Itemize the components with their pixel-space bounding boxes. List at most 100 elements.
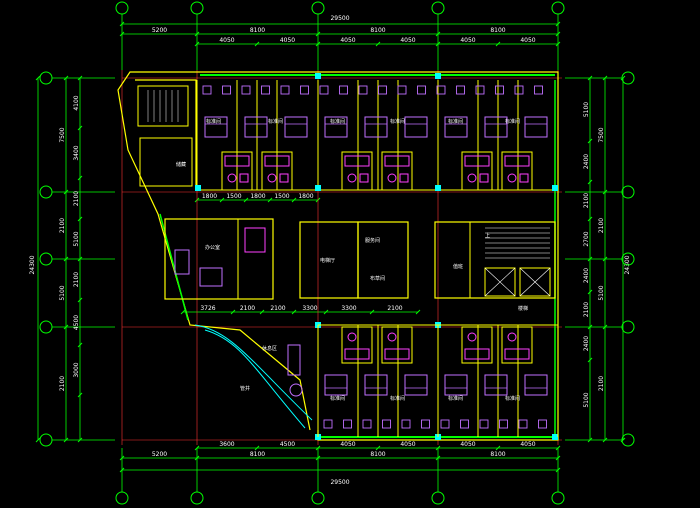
top-row2-text: 4050 [400,37,415,44]
top-row1-text: 8100 [250,27,265,34]
top-row2-text: 4050 [340,37,355,44]
bathtub-icon [344,155,370,167]
top-row1-tick [315,31,321,37]
bottom-row1-tick [435,455,441,461]
armchair-icon [479,419,489,429]
north-bathroom [221,151,253,191]
left-overall-tick [35,75,41,81]
mid-upper-tick [219,197,225,203]
top-row1-tick [435,31,441,37]
bottom-row2-tick [555,445,561,451]
armchair-icon [436,85,446,95]
axis-bubble-left [39,433,53,447]
mid-lower-tick [230,309,236,315]
bottom-overall-dim: 29500 [330,479,349,486]
stair-core [434,221,556,299]
bottom-row1-tick [315,455,321,461]
right-inner-tick [587,179,593,185]
armchair-icon [300,85,309,95]
right-inner-text: 2100 [583,193,590,208]
room-label-guest-9: 标准间 [448,395,463,402]
toilet-icon [387,173,397,183]
room-label-up: 上 [485,232,490,239]
right-outer-text: 2100 [598,218,605,233]
bottom-row2-tick [315,445,321,451]
bathtub-icon [264,155,290,167]
room-label-elevator-hall: 电梯厅 [320,257,335,264]
bed-icon [524,374,548,396]
toilet-icon [227,173,237,183]
axis-bubble-left [39,252,53,266]
mid-lower-text: 2100 [240,305,255,312]
lounge-table-icon [289,383,303,397]
basin-icon [479,173,489,183]
left-inner-tick [77,256,83,262]
axis-bubble-top [551,1,565,15]
basin-icon [399,173,409,183]
basin-icon [279,173,289,183]
bottom-row2-tick [254,445,260,451]
room-label-layer: 办公室 电梯厅 服务间 布草间 储藏 值班 楼梯 上 休息区 管井 标准间 标准… [176,118,528,402]
axis-bubble-bottom [311,491,325,505]
bed-icon [284,116,308,138]
right-inner-tick [587,138,593,144]
armchair-icon [323,419,333,429]
top-row2-tick [194,41,200,47]
mid-lower-tick [259,309,265,315]
axis-bubble-top [115,1,129,15]
armchair-icon [202,85,212,95]
left-inner-text: 2100 [73,191,80,206]
bottom-row1-text: 8100 [370,451,385,458]
west-window-band [159,213,189,321]
bathtub-icon [344,348,370,360]
right-inner-tick [587,357,593,363]
right-inner-text: 2400 [583,154,590,169]
armchair-icon [518,419,528,429]
right-inner-text: 5100 [583,392,590,407]
left-outer-tick [63,324,69,330]
mid-lower-text: 3300 [341,305,356,312]
room-label-guest-8: 标准间 [390,395,405,402]
right-inner-tick [587,216,593,222]
toilet-icon [467,332,477,342]
right-inner-tick [587,324,593,330]
bed-icon [484,116,508,138]
top-row2-text: 4050 [280,37,295,44]
right-inner-text: 2400 [583,268,590,283]
top-row1-tick [194,31,200,37]
armchair-icon [456,85,465,95]
room-label-guest-6: 标准间 [505,118,520,125]
structural-column [552,185,558,191]
left-outer-text: 2100 [59,218,66,233]
room-label-office: 办公室 [205,244,220,251]
left-outer-text: 2100 [59,376,66,391]
axis-bubble-top [311,1,325,15]
armchair-icon [378,85,387,95]
left-outer-text: 5100 [59,285,66,300]
structural-column [552,434,558,440]
armchair-icon [280,85,290,95]
right-inner-text: 2700 [583,231,590,246]
left-inner-text: 3000 [73,362,80,377]
bed-icon [404,116,428,138]
right-outer-tick [602,437,608,443]
top-row2-text: 4050 [520,37,535,44]
right-inner-text: 5100 [583,102,590,117]
room-label-guest-10: 标准间 [505,395,520,402]
left-inner-text: 5100 [73,231,80,246]
armchair-icon [538,419,547,429]
right-outer-text: 5100 [598,285,605,300]
left-outer-tick [63,75,69,81]
right-outer-tick [602,256,608,262]
right-outer-tick [602,75,608,81]
bed-icon [364,374,388,396]
armchair-icon [460,419,469,429]
left-outer-text: 7500 [59,127,66,142]
top-row2-tick [375,41,381,47]
armchair-icon [475,85,485,95]
bottom-row1-text: 8100 [250,451,265,458]
toilet-icon [467,173,477,183]
armchair-icon [417,85,426,95]
toilet-icon [347,332,357,342]
